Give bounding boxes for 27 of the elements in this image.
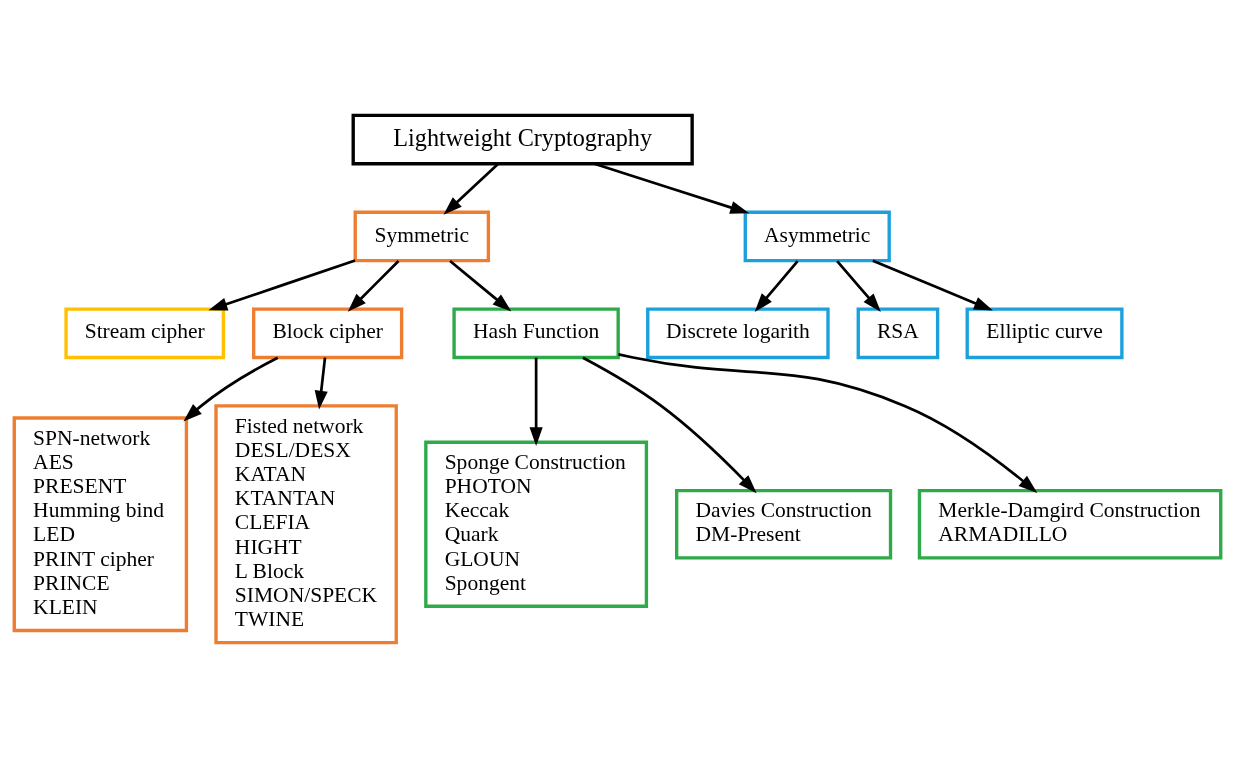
arrow: [618, 353, 1038, 493]
arrow: [314, 357, 328, 410]
arrow: [754, 260, 799, 313]
node-box: Block cipher: [252, 307, 404, 360]
node-box: RSA: [856, 307, 940, 360]
node-box: Merkle-Damgird Construction ARMADILLO: [917, 488, 1223, 560]
arrow: [449, 260, 512, 312]
node-box: Symmetric: [353, 210, 491, 263]
arrow: [443, 163, 499, 215]
node-box: Lightweight Cryptography: [351, 113, 694, 166]
node-box: Stream cipher: [64, 307, 226, 360]
node-box: Asymmetric: [743, 210, 891, 263]
node-box: Hash Function: [452, 307, 620, 360]
node-box: Discrete logarith: [646, 307, 830, 360]
arrow: [582, 356, 757, 494]
node-box: Davies Construction DM-Present: [675, 488, 893, 560]
arrow: [183, 356, 279, 422]
node-box: Sponge Construction PHOTON Keccak Quark GLOUN Spongent: [424, 440, 649, 608]
arrow: [872, 259, 993, 311]
arrow: [208, 259, 356, 311]
node-box: Fisted network DESL/DESX KATAN KTANTAN CLEFIA HIGHT L Block SIMON/SPECK TWINE: [214, 404, 398, 645]
arrow: [593, 162, 750, 214]
node-box: Elliptic curve: [965, 307, 1124, 360]
arrow: [836, 260, 881, 313]
arrow: [529, 357, 543, 447]
arrow: [347, 260, 400, 312]
node-box: SPN-network AES PRESENT Humming bind LED PRINT cipher PRINCE KLEIN: [12, 416, 189, 633]
